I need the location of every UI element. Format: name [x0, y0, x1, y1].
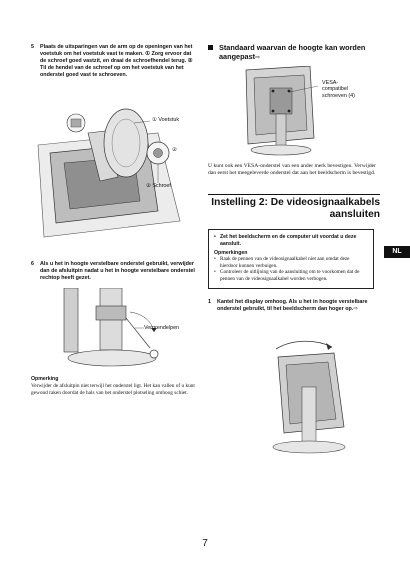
section-title: Standaard waarvan de hoogte kan worden a…	[219, 43, 366, 61]
page-number: 7	[202, 538, 208, 549]
stand-attach-illustration	[37, 108, 181, 238]
step-text: Plaats de uitsparingen van de arm op de …	[40, 44, 193, 79]
figure-stand-attach: ① Voetstuk ② Schroef ②	[30, 103, 198, 243]
square-bullet-icon	[208, 45, 213, 50]
bullet-icon: •	[214, 256, 216, 263]
step-number: 6	[31, 261, 34, 267]
callout-vergrendelpen: Vergrendelpen	[144, 325, 180, 331]
note-left: Opmerking Verwijder de afsluitpin niet t…	[31, 376, 196, 397]
callout-vesa: VESA-compatibel schroeven (4)	[322, 80, 355, 99]
bullet-icon: •	[214, 269, 216, 276]
section-height-adjustable: Standaard waarvan de hoogte kan worden a…	[208, 43, 380, 62]
warning-bullet-1: • Raak de pennen van de videosignaalkabe…	[214, 256, 350, 269]
locking-pin-illustration	[63, 287, 159, 367]
arrow-icon: ⇨	[255, 54, 261, 61]
step-number: 5	[31, 44, 34, 50]
figure-tilt	[258, 335, 358, 457]
step-text: Als u het in hoogte verstelbare onderste…	[40, 261, 195, 282]
callout-marker-2: ②	[172, 147, 177, 153]
note-title: Opmerking	[31, 376, 59, 382]
warning-box: • Zet het beeldscherm en de computer uit…	[208, 229, 374, 289]
note-text: Verwijder de afsluitpin niet terwijl het…	[31, 383, 195, 396]
warning-lead: • Zet het beeldscherm en de computer uit…	[214, 234, 357, 247]
step-6: 6 Als u het in hoogte verstelbare onders…	[31, 261, 196, 282]
vesa-paragraph: U kunt ook een VESA-onderstel van een an…	[208, 163, 377, 177]
callout-schroef: ② Schroef	[146, 183, 171, 189]
step-5: 5 Plaats de uitsparingen van de arm op d…	[31, 44, 196, 79]
bullet-icon: •	[214, 234, 216, 240]
warning-notes-title: Opmerkingen	[214, 250, 248, 257]
setup2-rule	[208, 194, 380, 195]
vesa-illustration	[245, 65, 319, 156]
language-badge: NL	[384, 246, 410, 258]
step-number: 1	[208, 299, 211, 305]
figure-locking-pin: Vergrendelpen	[60, 287, 200, 370]
figure-vesa: VESA-compatibel schroeven (4)	[226, 65, 366, 158]
warning-bullet-2: • Controleer de uitlijning van de aanslu…	[214, 269, 360, 282]
tilt-illustration	[272, 340, 346, 454]
callout-voetstuk: ① Voetstuk	[152, 117, 180, 123]
step-1: 1 Kantel het display omhoog. Als u het i…	[208, 299, 380, 313]
setup2-title: Instelling 2: De videosignaalkabels aans…	[211, 197, 380, 220]
step-text: Kantel het display omhoog. Als u het in …	[217, 299, 368, 313]
arrow-icon: ⇨	[353, 306, 358, 313]
